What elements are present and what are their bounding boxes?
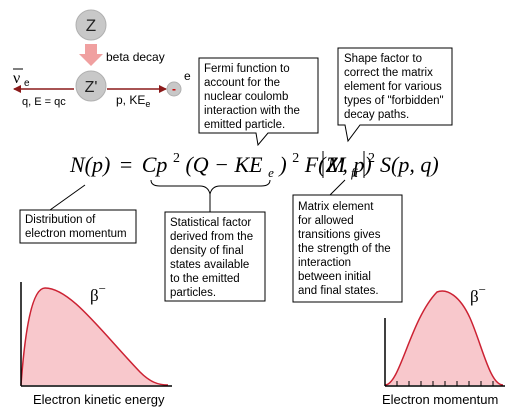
decay-arrow [79, 44, 103, 66]
electron-label: e [184, 69, 191, 83]
electron-momentum-label: p, KEe [116, 93, 150, 109]
distribution-callout: Distribution of electron momentum [19, 184, 137, 244]
ke-beta-label: β− [90, 281, 106, 305]
antineutrino-momentum-label: q, E = qc [22, 96, 66, 108]
equation-text: N(p) = Cp 2 (Q − KE e ) 2 F(Z', p) [69, 142, 372, 182]
svg-text:2: 2 [368, 151, 375, 166]
antineutrino-symbol: ν [13, 70, 20, 87]
daughter-nucleus [75, 70, 107, 102]
shape-factor-callout: Shape factor to correct the matrix eleme… [337, 47, 453, 143]
ke-spectrum-curve [20, 287, 169, 386]
antineutrino-subscript: e [24, 78, 30, 89]
kinetic-energy-spectrum: β− Electron kinetic energy [20, 281, 172, 407]
svg-text:Statistical factor deriv: Statistical factor derived from the dens… [170, 217, 256, 299]
svg-text:Matrix element for allow: Matrix element for allowed transitions g… [298, 201, 394, 297]
parent-nucleus [75, 9, 107, 41]
ke-x-label: Electron kinetic energy [33, 392, 165, 407]
decay-process-label: beta decay [106, 50, 165, 64]
ke-spectrum-area [21, 288, 168, 385]
shape-callout-text: Shape factor to correct the matrix eleme… [344, 53, 447, 121]
momentum-axis-ticks [396, 381, 494, 386]
decay-schematic: Z beta decay Z' ν e q, E = qc - e p, KEe [13, 9, 191, 109]
svg-text:Distribution of electron: Distribution of electron momentum [25, 214, 127, 240]
momentum-spectrum: β− Electron momentum [382, 282, 505, 407]
statistical-brace [150, 179, 271, 195]
matrix-element-callout: Matrix element for allowed transitions g… [292, 179, 403, 303]
momentum-beta-label: β− [470, 282, 486, 306]
fermi-function-callout: Fermi function to account for the nuclea… [198, 57, 319, 147]
statistical-factor-callout: Statistical factor derived from the dens… [164, 194, 266, 302]
momentum-x-label: Electron momentum [382, 392, 498, 407]
momentum-spectrum-curve [384, 290, 504, 386]
svg-text:S(p, q): S(p, q) [380, 152, 439, 177]
beta-spectrum-equation: N(p) = Cp 2 (Q − KE e ) 2 F(Z', p) M fi … [69, 142, 439, 182]
fermi-callout-text: Fermi function to account for the nuclea… [204, 63, 303, 131]
parent-nucleus-label: Z [86, 16, 96, 35]
electron [166, 81, 182, 97]
daughter-nucleus-label: Z' [85, 79, 98, 96]
electron-charge: - [172, 82, 176, 96]
svg-text:M fi: M fi [326, 152, 358, 180]
momentum-spectrum-area [385, 291, 503, 385]
